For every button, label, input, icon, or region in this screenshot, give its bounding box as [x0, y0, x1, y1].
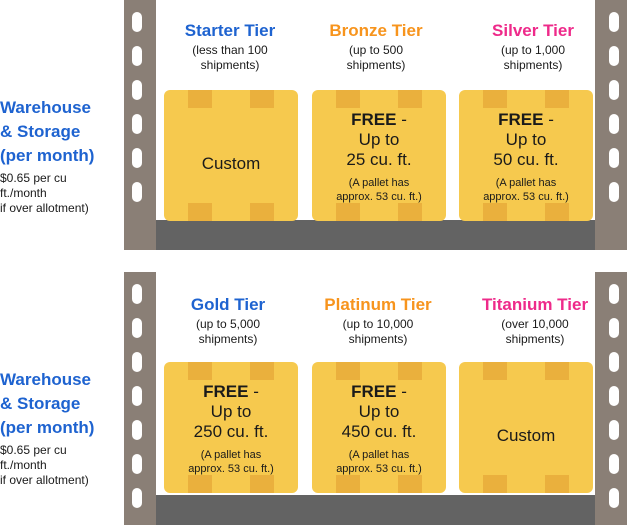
shelf-1-rear-post-right [595, 0, 601, 250]
side-title-line: Warehouse [0, 98, 92, 117]
box-free-line: FREE - [203, 382, 259, 401]
storage-box-gold: FREE - Up to 250 cu. ft. (A pallet has a… [164, 362, 298, 493]
box-capacity-line: Up to [358, 402, 400, 421]
box-capacity-line: Up to [505, 130, 547, 149]
side-title-line: (per month) [0, 146, 95, 165]
box-free-line: FREE - [351, 110, 407, 129]
side-title-line: Warehouse [0, 370, 92, 389]
tier-name: Gold Tier [190, 295, 266, 314]
tier-subtitle: shipments) [200, 58, 260, 72]
box-custom-label: Custom [201, 154, 261, 173]
shelf-2-rear-post-right [595, 272, 601, 525]
side-note-line: ft./month [0, 458, 47, 472]
tier-heading-titanium: Titanium Tier (over 10,000 shipments) [465, 295, 605, 347]
tier-subtitle: shipments) [346, 58, 406, 72]
box-pallet-note: (A pallet has [348, 177, 410, 189]
tier-subtitle: (over 10,000 [501, 317, 569, 331]
tier-heading-platinum: Platinum Tier (up to 10,000 shipments) [308, 295, 448, 347]
side-note-line: $0.65 per cu [0, 443, 67, 457]
tier-subtitle: (up to 1,000 [500, 43, 566, 57]
box-pallet-note: (A pallet has [200, 449, 262, 461]
tier-heading-silver: Silver Tier (up to 1,000 shipments) [463, 21, 603, 73]
tier-name: Titanium Tier [481, 295, 589, 314]
tier-name: Bronze Tier [329, 21, 423, 40]
shelf-1-rear-post-left [150, 0, 156, 250]
tier-subtitle: shipments) [503, 58, 563, 72]
shelf-1-post-right [601, 0, 627, 250]
side-title-line: & Storage [0, 122, 81, 141]
side-title-line: & Storage [0, 394, 81, 413]
box-pallet-note: (A pallet has [495, 177, 557, 189]
box-capacity-line: Up to [358, 130, 400, 149]
box-capacity-line: Up to [210, 402, 252, 421]
box-pallet-note: approx. 53 cu. ft.) [188, 463, 274, 475]
side-note-line: $0.65 per cu [0, 171, 67, 185]
storage-box-silver: FREE - Up to 50 cu. ft. (A pallet has ap… [459, 90, 593, 221]
side-note-line: if over allotment) [0, 473, 89, 487]
tier-heading-gold: Gold Tier (up to 5,000 shipments) [158, 295, 298, 347]
shelf-2-post-right [601, 272, 627, 525]
shelf-1-post-left [124, 0, 150, 250]
side-note-line: ft./month [0, 186, 47, 200]
storage-box-bronze: FREE - Up to 25 cu. ft. (A pallet has ap… [312, 90, 446, 221]
shelf-1-side-label: Warehouse & Storage (per month) $0.65 pe… [0, 96, 118, 216]
storage-box-platinum: FREE - Up to 450 cu. ft. (A pallet has a… [312, 362, 446, 493]
shelf-2-floor [150, 495, 601, 525]
box-free-line: FREE - [498, 110, 554, 129]
side-note-line: if over allotment) [0, 201, 89, 215]
side-title-line: (per month) [0, 418, 95, 437]
tier-heading-starter: Starter Tier (less than 100 shipments) [160, 21, 300, 73]
storage-box-starter: Custom [164, 90, 298, 221]
tier-subtitle: shipments) [505, 332, 565, 346]
box-pallet-note: approx. 53 cu. ft.) [336, 463, 422, 475]
tier-subtitle: (up to 5,000 [195, 317, 261, 331]
box-capacity-line: 25 cu. ft. [346, 150, 412, 169]
tier-name: Platinum Tier [324, 295, 432, 314]
tier-subtitle: (up to 10,000 [342, 317, 414, 331]
box-free-line: FREE - [351, 382, 407, 401]
tier-subtitle: shipments) [348, 332, 408, 346]
shelf-2-side-label: Warehouse & Storage (per month) $0.65 pe… [0, 368, 118, 488]
box-capacity-line: 250 cu. ft. [193, 422, 269, 441]
box-pallet-note: approx. 53 cu. ft.) [483, 191, 569, 203]
tier-subtitle: shipments) [198, 332, 258, 346]
shelf-1-floor [150, 220, 601, 250]
shelf-2-rear-post-left [150, 272, 156, 525]
shelf-2-post-left [124, 272, 150, 525]
tier-subtitle: (up to 500 [348, 43, 404, 57]
box-pallet-note: approx. 53 cu. ft.) [336, 191, 422, 203]
tier-name: Starter Tier [184, 21, 276, 40]
box-capacity-line: 450 cu. ft. [341, 422, 417, 441]
tier-name: Silver Tier [492, 21, 574, 40]
box-custom-label: Custom [496, 426, 556, 445]
tier-subtitle: (less than 100 [192, 43, 268, 57]
tier-heading-bronze: Bronze Tier (up to 500 shipments) [306, 21, 446, 73]
storage-box-titanium: Custom [459, 362, 593, 493]
box-pallet-note: (A pallet has [348, 449, 410, 461]
box-capacity-line: 50 cu. ft. [493, 150, 559, 169]
